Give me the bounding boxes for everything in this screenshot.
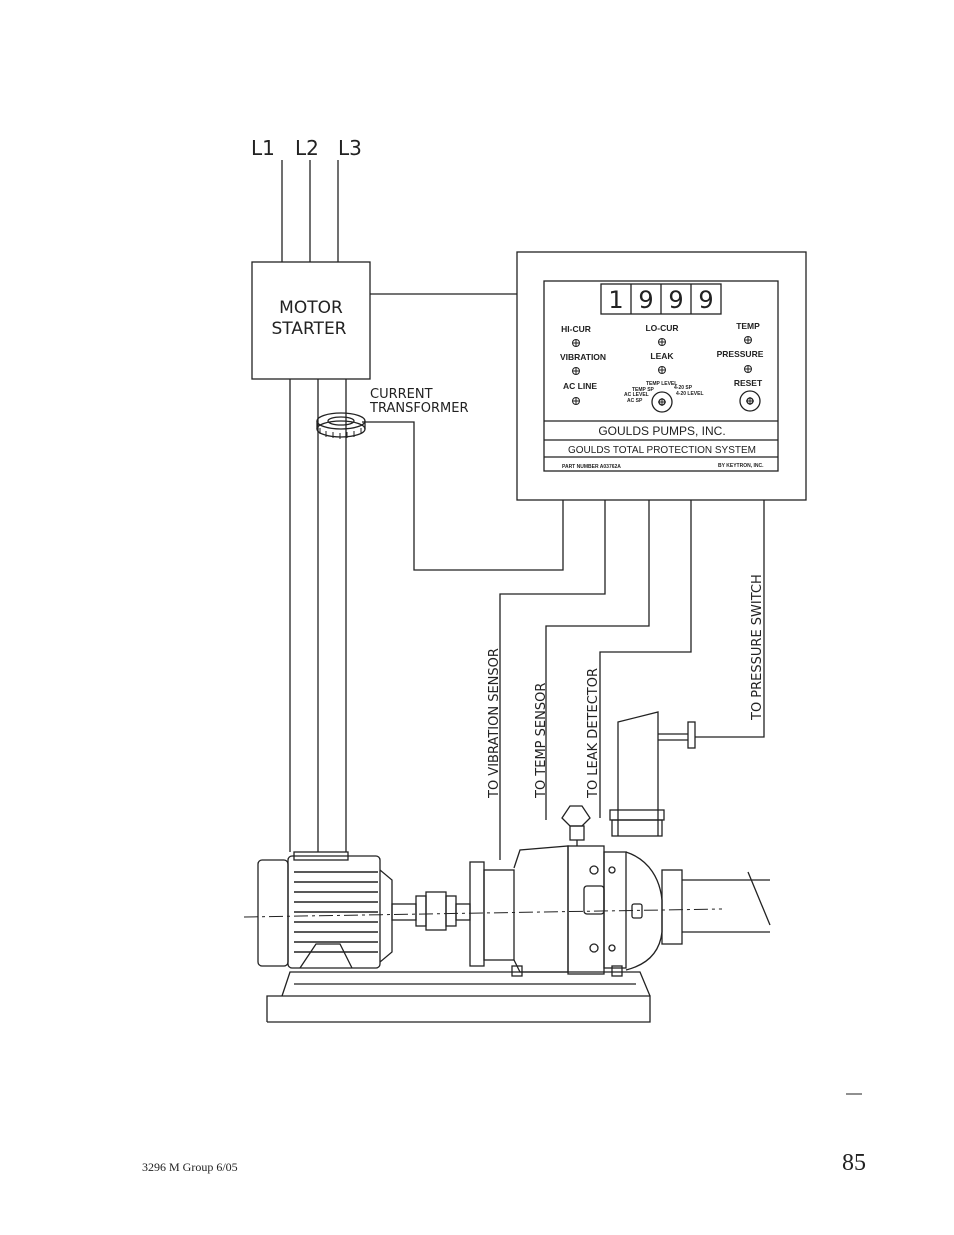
svg-text:AC SP: AC SP: [627, 398, 643, 404]
shaft-coupling: [391, 891, 471, 931]
power-line-labels: L1 L2 L3: [251, 136, 362, 160]
led-digit-4: 9: [698, 286, 713, 314]
svg-text:CURRENT: CURRENT: [370, 387, 433, 402]
document-reference: 3296 M Group 6/05: [142, 1160, 238, 1174]
motor-starter-label: MOTOR STARTER: [272, 298, 347, 339]
base-plate: [266, 971, 651, 1023]
pump-body: [469, 845, 771, 977]
ct-wire: [362, 421, 564, 571]
temp-lamp-icon: [744, 336, 752, 344]
lo-cur-label: LO-CUR: [645, 323, 678, 333]
sensor-wires: [362, 421, 765, 860]
motor-feed-lines: [289, 379, 347, 852]
leak-lamp-icon: [658, 366, 666, 374]
vibration-wire: [499, 500, 606, 860]
discharge-pipe: [609, 711, 696, 837]
temp-sensor-head: [561, 805, 591, 846]
temp-wire: [545, 500, 650, 820]
led-digits: 1 9 9 9: [608, 286, 713, 314]
led-display: [600, 283, 722, 315]
line-label-l3: L3: [338, 136, 362, 160]
pressure-switch-label: TO PRESSURE SWITCH: [750, 574, 765, 721]
lo-cur-lamp-icon: [658, 338, 666, 346]
indicator-labels: HI-CUR LO-CUR TEMP VIBRATION LEAK PRESSU…: [560, 321, 764, 391]
svg-text:TRANSFORMER: TRANSFORMER: [369, 401, 469, 416]
adjustment-knob-icon[interactable]: [651, 391, 673, 413]
power-lines: [281, 160, 339, 262]
led-digit-2: 9: [638, 286, 653, 314]
reset-button-icon[interactable]: [739, 390, 761, 412]
svg-text:STARTER: STARTER: [272, 319, 347, 339]
svg-text:4-20 SP: 4-20 SP: [674, 385, 693, 391]
svg-text:AC LEVEL: AC LEVEL: [624, 392, 649, 398]
svg-text:MOTOR: MOTOR: [279, 298, 343, 318]
current-transformer-label: CURRENT TRANSFORMER: [369, 387, 469, 416]
led-digit-1: 1: [608, 286, 623, 314]
leak-label: LEAK: [650, 351, 674, 361]
control-panel-enclosure: [516, 251, 807, 501]
pressure-lamp-icon: [744, 365, 752, 373]
svg-text:4-20 LEVEL: 4-20 LEVEL: [676, 391, 704, 397]
current-transformer: [316, 412, 366, 439]
svg-text:TEMP LEVEL: TEMP LEVEL: [646, 381, 677, 387]
pressure-wire: [695, 500, 765, 738]
control-panel-face: [543, 280, 779, 472]
svg-text:TEMP SP: TEMP SP: [632, 387, 655, 393]
vibration-label: VIBRATION: [560, 352, 606, 362]
shaft-center-line: [243, 908, 723, 918]
temp-sensor-label: TO TEMP SENSOR: [534, 683, 549, 799]
electric-motor: [257, 851, 393, 969]
motor-starter-box: [251, 261, 371, 380]
leak-detector-label: TO LEAK DETECTOR: [586, 668, 601, 799]
hi-cur-label: HI-CUR: [561, 324, 591, 334]
system-name: GOULDS TOTAL PROTECTION SYSTEM: [568, 445, 756, 456]
panel-branding: GOULDS PUMPS, INC. GOULDS TOTAL PROTECTI…: [562, 424, 764, 470]
knob-labels: TEMP LEVEL TEMP SP AC LEVEL AC SP 4-20 S…: [624, 381, 704, 404]
part-number: PART NUMBER A03762A: [562, 464, 621, 470]
maker-name: BY KEYTRON, INC.: [718, 463, 764, 469]
line-label-l1: L1: [251, 136, 275, 160]
line-label-l2: L2: [295, 136, 319, 160]
indicator-lamps: [572, 336, 752, 405]
vibration-sensor-label: TO VIBRATION SENSOR: [487, 648, 502, 799]
reset-label: RESET: [734, 378, 763, 388]
ac-line-lamp-icon: [572, 397, 580, 405]
wire-labels: TO VIBRATION SENSOR TO TEMP SENSOR TO LE…: [487, 574, 765, 799]
vibration-lamp-icon: [572, 367, 580, 375]
ac-line-label: AC LINE: [563, 381, 597, 391]
temp-label: TEMP: [736, 321, 760, 331]
led-digit-3: 9: [668, 286, 683, 314]
hi-cur-lamp-icon: [572, 339, 580, 347]
pressure-label: PRESSURE: [717, 349, 764, 359]
page-number: 85: [842, 1150, 866, 1176]
company-name: GOULDS PUMPS, INC.: [598, 424, 725, 438]
leak-wire: [599, 500, 692, 818]
